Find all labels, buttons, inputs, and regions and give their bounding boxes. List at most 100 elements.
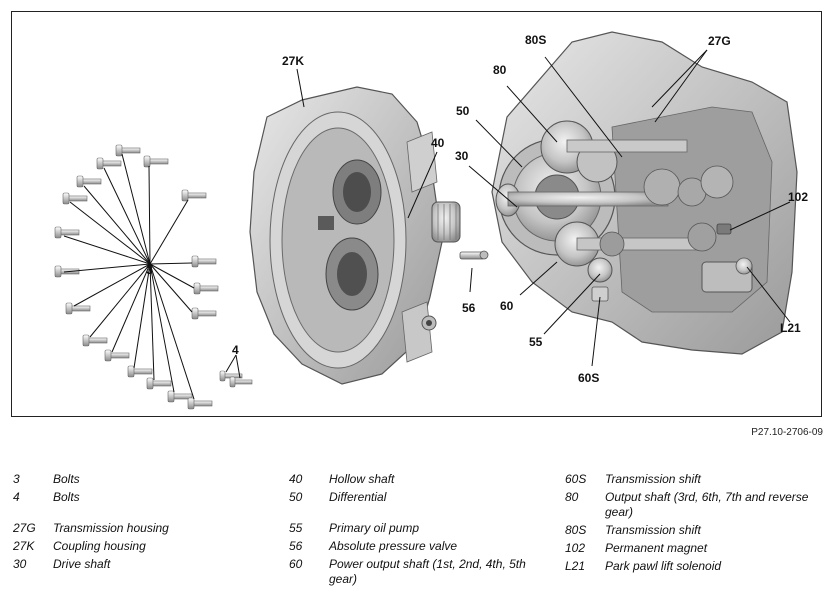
legend-desc: Park pawl lift solenoid: [605, 559, 722, 574]
bolt: [143, 155, 169, 168]
bolt-set-4: [219, 354, 253, 388]
callout-102: 102: [788, 190, 808, 204]
legend-code: 80: [565, 490, 579, 505]
coupling-housing-27k: [249, 86, 443, 385]
callout-50: 50: [456, 104, 470, 118]
legend-item: 60S Transmission shift: [565, 472, 833, 487]
bolt: [65, 302, 91, 315]
power-output-shaft-60: [554, 221, 698, 267]
primary-oil-pump-55: [587, 257, 613, 283]
callout-55: 55: [529, 335, 543, 349]
hollow-shaft-40: [431, 201, 461, 243]
legend-desc: Hollow shaft: [329, 472, 395, 486]
legend-item: 30 Drive shaft: [13, 557, 283, 572]
absolute-pressure-valve-56: [459, 250, 489, 260]
legend-code: 56: [289, 538, 303, 553]
legend-item: 27G Transmission housing: [13, 521, 283, 536]
bolt: [127, 365, 153, 378]
callout-60: 60: [500, 299, 514, 313]
legend-code: 40: [289, 472, 303, 486]
bolt: [191, 307, 217, 320]
legend-item: 80S Transmission shift: [565, 523, 833, 538]
callout-27g: 27G: [708, 34, 731, 48]
bolt: [96, 157, 122, 170]
output-shaft-80: [540, 120, 688, 183]
legend-desc: Primary oil pump: [329, 520, 420, 535]
callout-80: 80: [493, 63, 507, 77]
legend-code: L21: [565, 559, 586, 574]
legend-desc: Drive shaft: [53, 557, 111, 572]
callout-80s: 80S: [525, 33, 546, 47]
legend-code: 60: [289, 557, 303, 572]
legend-desc: Coupling housing: [53, 538, 146, 553]
legend-code: 55: [289, 520, 303, 535]
legend-item: 80 Output shaft (3rd, 6th, 7th and revers…: [565, 490, 833, 519]
legend-code: 50: [289, 490, 303, 505]
legend-item: 60 Power output shaft (1st, 2nd, 4th, 5th…: [289, 557, 559, 586]
legend-desc: Differential: [329, 490, 387, 505]
legend-item: 50 Differential: [289, 490, 559, 505]
legend-desc: Permanent magnet: [605, 541, 708, 556]
bolt: [146, 377, 172, 390]
exploded-view-figure: 3 4 27K 27G 40 50 30 80 80S 56 60 55 60S…: [11, 11, 822, 417]
gear-cluster: [643, 165, 734, 252]
legend-code: 80S: [565, 522, 587, 537]
bolt: [229, 376, 253, 388]
legend-column: 40 Hollow shaft 50 Differential 55 Primary …: [289, 472, 559, 590]
bolt: [115, 144, 141, 157]
bolt: [82, 334, 108, 347]
bolt: [62, 192, 88, 205]
legend-code: 30: [13, 557, 27, 572]
legend-code: 60S: [565, 472, 587, 486]
callout-l21: L21: [780, 321, 801, 335]
bolt: [76, 175, 102, 188]
park-pawl-lift-solenoid-l21: [701, 257, 753, 293]
callout-40: 40: [431, 136, 445, 150]
legend-item: 56 Absolute pressure valve: [289, 539, 559, 554]
legend-item: 3 Bolts: [13, 472, 283, 487]
callout-60s: 60S: [578, 371, 599, 385]
callout-labels: 3 4 27K 27G 40 50 30 80 80S 56 60 55 60S…: [146, 33, 808, 385]
bolt: [104, 349, 130, 362]
callout-30: 30: [455, 149, 469, 163]
legend-item: 27K Coupling housing: [13, 539, 283, 554]
bolt: [191, 255, 217, 268]
legend-item: 4 Bolts: [13, 490, 283, 505]
legend-desc: Transmission housing: [53, 520, 169, 535]
legend-column: 60S Transmission shift 80 Output shaft (3r…: [565, 472, 833, 578]
permanent-magnet-102: [716, 223, 732, 235]
leader-lines-3: [63, 153, 195, 400]
legend-item: L21 Park pawl lift solenoid: [565, 559, 833, 574]
legend-item: 55 Primary oil pump: [289, 521, 559, 536]
callout-3: 3: [146, 263, 153, 277]
legend-code: 27G: [13, 520, 36, 535]
legend-desc: Output shaft (3rd, 6th, 7th and reverse …: [605, 490, 809, 519]
bolt: [167, 390, 193, 403]
legend-code: 27K: [13, 538, 35, 553]
legend-desc: Bolts: [53, 472, 80, 486]
callout-27k: 27K: [282, 54, 304, 68]
legend-desc: Transmission shift: [605, 472, 701, 486]
bolt: [54, 226, 80, 239]
legend-code: 4: [13, 490, 20, 505]
bolt-set-3: [54, 144, 219, 410]
legend-item: 102 Permanent magnet: [565, 541, 833, 556]
legend-code: 3: [13, 472, 20, 486]
bolt: [219, 370, 243, 382]
callout-leaders: [296, 49, 791, 367]
legend-desc: Bolts: [53, 490, 80, 505]
legend-desc: Absolute pressure valve: [329, 538, 458, 553]
transmission-housing-27g: [491, 31, 798, 355]
legend-code: 102: [565, 541, 586, 556]
callout-4: 4: [232, 343, 239, 357]
legend-item: 40 Hollow shaft: [289, 472, 559, 487]
legend-desc: Power output shaft (1st, 2nd, 4th, 5th g…: [329, 557, 526, 586]
legend-desc: Transmission shift: [605, 522, 701, 537]
bolt: [193, 282, 219, 295]
bolt: [187, 397, 213, 410]
bolt: [181, 189, 207, 202]
figure-code: P27.10-2706-09: [751, 427, 823, 438]
callout-56: 56: [462, 301, 476, 315]
